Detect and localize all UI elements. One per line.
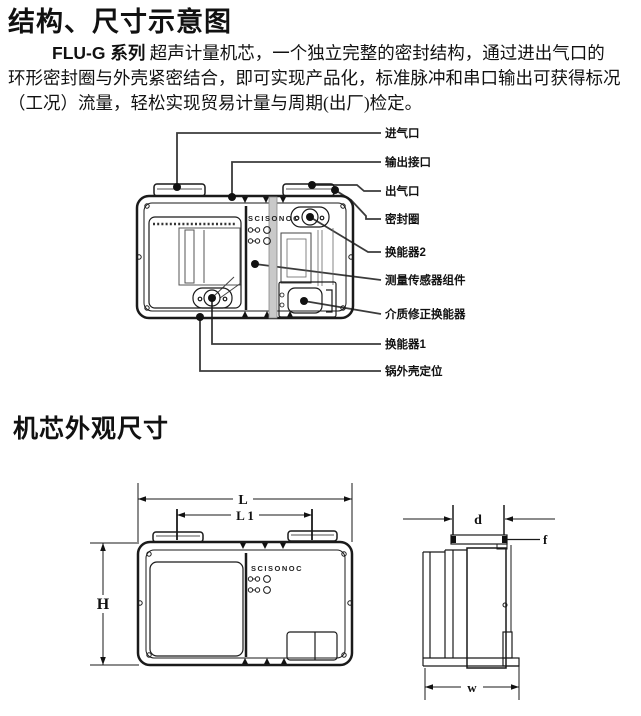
side-view-device — [422, 505, 520, 669]
dimension-lines-front — [90, 483, 353, 666]
transducer-1 — [192, 287, 233, 309]
brand-text: SCISONOC — [248, 214, 300, 223]
label-seal-ring: 密封圈 — [384, 212, 420, 226]
intro-line-1: FLU-G 系列 超声计量机芯，一个独立完整的密封结构，通过进出气口的 — [8, 41, 636, 66]
side-pin-hole — [502, 602, 508, 608]
intro-paragraph: FLU-G 系列 超声计量机芯，一个独立完整的密封结构，通过进出气口的 环形密封… — [8, 41, 636, 116]
label-gas-inlet: 进气口 — [385, 126, 420, 140]
dimension-labels: L L 1 H d f w — [97, 493, 548, 695]
leader-medium-correction — [303, 300, 382, 315]
front-inlet-port — [152, 531, 204, 543]
part-labels: 进气口 输出接口 出气口 密封圈 换能器2 测量传感器组件 介质修正换能器 换能… — [384, 126, 466, 378]
transducer-2 — [290, 206, 330, 228]
intro-line-2: 环形密封圈与外壳紧密结合，即可实现产品化，标准脉冲和串口输出可获得标况 — [8, 68, 621, 88]
pulse-output-icons — [247, 226, 271, 245]
counter-panel — [148, 216, 242, 309]
side-top-tab — [496, 543, 508, 550]
side-ribs — [422, 549, 519, 667]
front-terminal-box — [286, 631, 338, 661]
leader-shell-positioning — [199, 317, 381, 372]
section2-title: 机芯外观尺寸 — [13, 415, 170, 443]
front-brand-text: SCISONOC — [251, 564, 303, 573]
label-output-interface: 输出接口 — [385, 155, 431, 169]
front-counter-panel — [149, 561, 244, 657]
counter-assembly — [178, 227, 241, 286]
page-title: 结构、尺寸示意图 — [8, 7, 232, 37]
dim-label-d: d — [474, 513, 482, 528]
side-flange-seal — [450, 534, 508, 545]
right-window — [280, 228, 334, 286]
label-measurement-sensor-assembly: 测量传感器组件 — [385, 273, 466, 287]
clamp-band — [268, 196, 278, 319]
side-bottom-step — [502, 631, 520, 667]
structure-diagram: SCISONOC 进气口 输出接口 出气口 密封圈 换能器2 测量传感器组件 介… — [135, 126, 466, 378]
leader-output-interface — [231, 161, 381, 197]
leader-gas-outlet — [312, 184, 381, 192]
label-transducer-2: 换能器2 — [385, 245, 426, 259]
intro-line-3: （工况）流量，轻松实现贸易计量与周期(出厂)检定。 — [8, 93, 423, 113]
leader-gas-inlet — [176, 132, 381, 187]
front-screws — [137, 551, 353, 658]
medium-correction-transducer — [278, 281, 337, 318]
label-gas-outlet: 出气口 — [385, 184, 420, 198]
leader-transducer-2 — [309, 216, 381, 253]
dimension-diagram: SCISONOC L L 1 H d f w — [90, 483, 555, 700]
side-main-body — [466, 547, 507, 669]
series-name: FLU-G 系列 — [52, 43, 146, 63]
leader-transducer-1 — [211, 299, 381, 345]
label-medium-correction-transducer: 介质修正换能器 — [384, 307, 466, 321]
dimension-lines-side — [403, 516, 555, 700]
dim-label-w: w — [467, 680, 477, 695]
intro-line-1-text: 超声计量机芯，一个独立完整的密封结构，通过进出气口的 — [145, 43, 605, 63]
dim-label-L: L — [238, 493, 247, 508]
label-shell-positioning: 锅外壳定位 — [385, 364, 443, 378]
dim-label-L1: L 1 — [236, 508, 254, 523]
dim-label-H: H — [97, 596, 110, 613]
label-transducer-1: 换能器1 — [385, 337, 426, 351]
mounting-clips — [242, 197, 293, 317]
leader-anchor-dots — [173, 181, 339, 321]
front-pulse-icons — [247, 575, 271, 594]
leader-lines — [176, 132, 382, 372]
front-inner-outline — [145, 549, 346, 659]
screw-circles — [136, 203, 354, 311]
front-view-device — [136, 530, 354, 667]
dim-label-f: f — [543, 532, 548, 547]
front-clips — [240, 543, 287, 664]
